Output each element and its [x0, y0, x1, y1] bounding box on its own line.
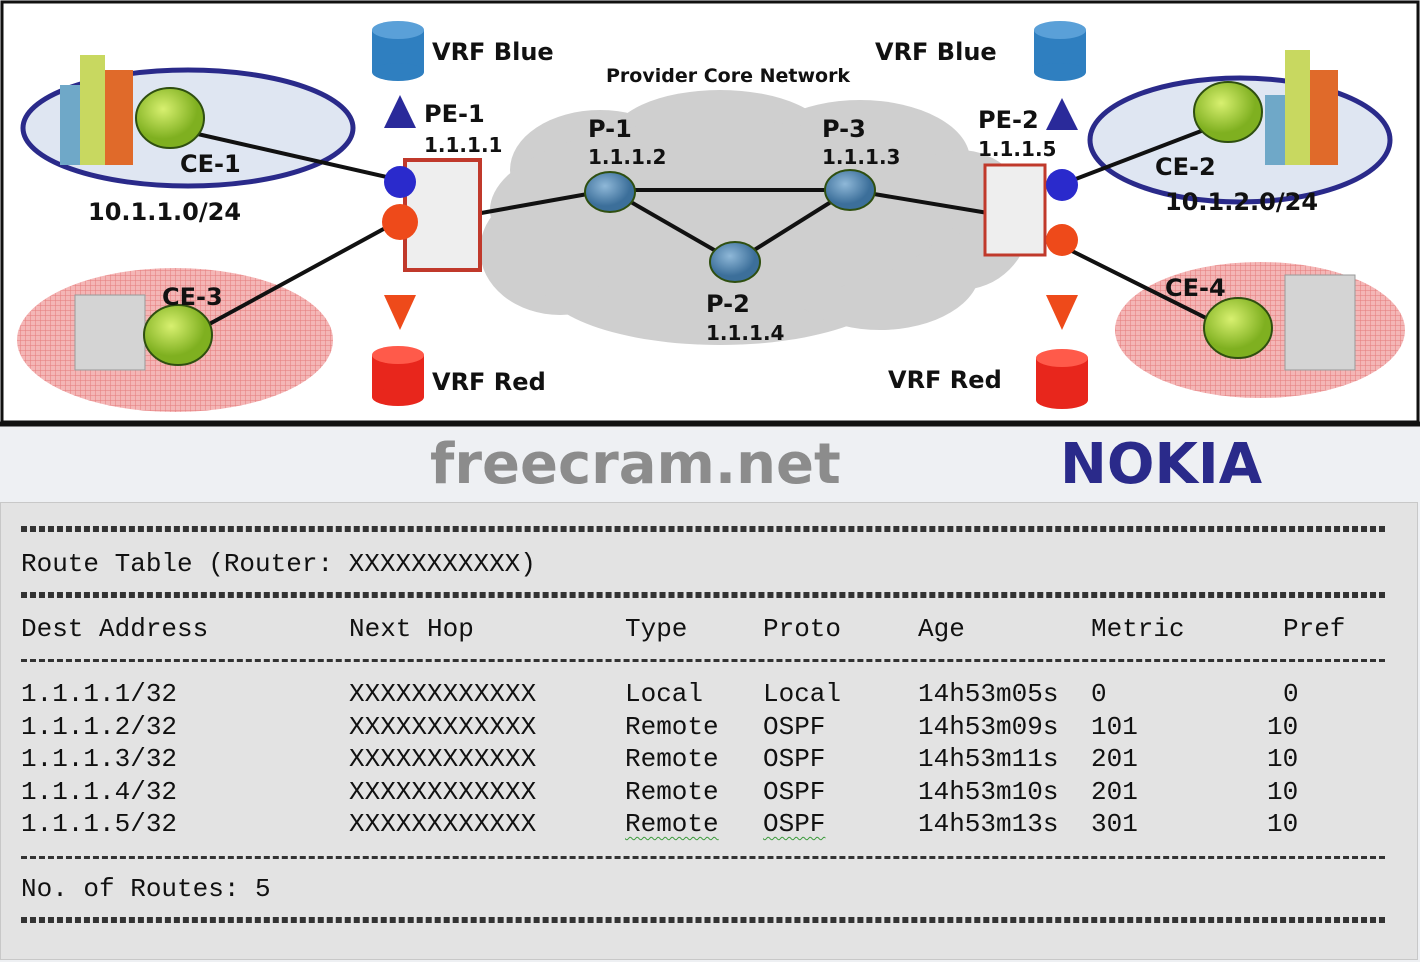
- cell-next-hop: XXXXXXXXXXXX: [349, 711, 537, 742]
- ce1-label: CE-1: [180, 150, 241, 178]
- cell-dest-address: 1.1.1.1/32: [21, 679, 178, 709]
- separator: [21, 856, 1385, 859]
- separator: [21, 526, 1385, 532]
- cell-age: 14h53m11s: [918, 744, 1059, 774]
- ce1-subnet: 10.1.1.0/24: [88, 198, 241, 226]
- p2-label: P-2: [706, 290, 750, 318]
- header-age: Age: [918, 614, 965, 644]
- cell-type: Remote: [625, 744, 719, 774]
- vrf-red-label: VRF Red: [888, 366, 1002, 394]
- cell-metric: 301: [1091, 809, 1138, 839]
- cell-pref: 10: [1267, 809, 1299, 839]
- pe1-label: PE-1: [424, 100, 485, 128]
- cell-pref: 10: [1267, 776, 1299, 807]
- p1-ip: 1.1.1.2: [588, 145, 666, 169]
- header-metric: Metric: [1091, 614, 1185, 644]
- vrf-red-cylinder-icon: [372, 346, 1088, 409]
- separator: [21, 917, 1385, 923]
- route-table-title: Route Table (Router: XXXXXXXXXXX): [21, 549, 536, 579]
- pe2-label: PE-2: [978, 106, 1039, 134]
- header-pref: Pref: [1283, 614, 1346, 644]
- vrf-markers: [382, 95, 1078, 330]
- vrf-blue-cylinder-icon: [372, 21, 1086, 81]
- cell-dest-address: 1.1.1.2/32: [21, 711, 178, 742]
- freecram-watermark: freecram.net: [430, 432, 841, 497]
- pe1-router-icon: [403, 158, 482, 272]
- ce3-label: CE-3: [162, 283, 223, 311]
- cell-age: 14h53m05s: [918, 679, 1059, 709]
- cell-metric: 101: [1091, 711, 1138, 742]
- header-next-hop: Next Hop: [349, 614, 474, 644]
- cell-pref: 10: [1267, 744, 1299, 774]
- p3-label: P-3: [822, 115, 866, 143]
- vrf-blue-label: VRF Blue: [875, 38, 997, 66]
- cell-metric: 201: [1091, 744, 1138, 774]
- network-diagram: Provider Core Network VRF Blue V: [0, 0, 1420, 427]
- ce2-subnet: 10.1.2.0/24: [1165, 188, 1318, 216]
- header-type: Type: [625, 614, 688, 644]
- cell-age: 14h53m09s: [918, 711, 1059, 742]
- cell-age: 14h53m13s: [918, 809, 1059, 839]
- separator: [21, 592, 1385, 598]
- nokia-watermark: NOKIA: [1060, 432, 1263, 497]
- cell-next-hop: XXXXXXXXXXXX: [349, 776, 537, 807]
- cell-metric: 0: [1091, 679, 1107, 709]
- router-icon: [135, 81, 1273, 366]
- vrf-blue-label: VRF Blue: [432, 38, 554, 66]
- ce2-label: CE-2: [1155, 153, 1216, 181]
- vrf-red-label: VRF Red: [432, 368, 546, 396]
- route-table-panel: Route Table (Router: XXXXXXXXXXX) Dest A…: [0, 502, 1418, 960]
- pe2-ip: 1.1.1.5: [978, 137, 1056, 161]
- building-icon: [60, 50, 1356, 371]
- cell-proto: OSPF: [763, 744, 826, 774]
- cell-metric: 201: [1091, 776, 1138, 807]
- cell-type: Remote: [625, 809, 719, 839]
- header-proto: Proto: [763, 614, 842, 644]
- cell-pref: 0: [1283, 679, 1299, 709]
- cell-proto: OSPF: [763, 711, 826, 742]
- cell-proto: Local: [763, 679, 842, 709]
- pe2-router-icon: [983, 163, 1047, 257]
- cell-dest-address: 1.1.1.5/32: [21, 809, 178, 839]
- p2-ip: 1.1.1.4: [706, 321, 784, 345]
- cell-pref: 10: [1267, 711, 1299, 742]
- p1-label: P-1: [588, 115, 632, 143]
- header-dest-address: Dest Address: [21, 614, 209, 644]
- cell-age: 14h53m10s: [918, 776, 1059, 807]
- cell-proto: OSPF: [763, 776, 826, 807]
- p3-ip: 1.1.1.3: [822, 145, 900, 169]
- separator: [21, 659, 1385, 662]
- cell-dest-address: 1.1.1.4/32: [21, 776, 178, 807]
- cell-type: Local: [625, 679, 704, 709]
- cell-type: Remote: [625, 776, 719, 807]
- cell-dest-address: 1.1.1.3/32: [21, 744, 178, 774]
- provider-core-cloud: [480, 90, 1030, 345]
- pe1-ip: 1.1.1.1: [424, 133, 502, 157]
- cell-next-hop: XXXXXXXXXXXX: [349, 744, 537, 774]
- cell-next-hop: XXXXXXXXXXXX: [349, 679, 537, 709]
- cell-next-hop: XXXXXXXXXXXX: [349, 809, 537, 839]
- route-count: No. of Routes: 5: [21, 874, 271, 904]
- ce4-label: CE-4: [1165, 274, 1226, 302]
- cell-type: Remote: [625, 711, 719, 742]
- cell-proto: OSPF: [763, 809, 826, 839]
- core-title: Provider Core Network: [606, 65, 850, 87]
